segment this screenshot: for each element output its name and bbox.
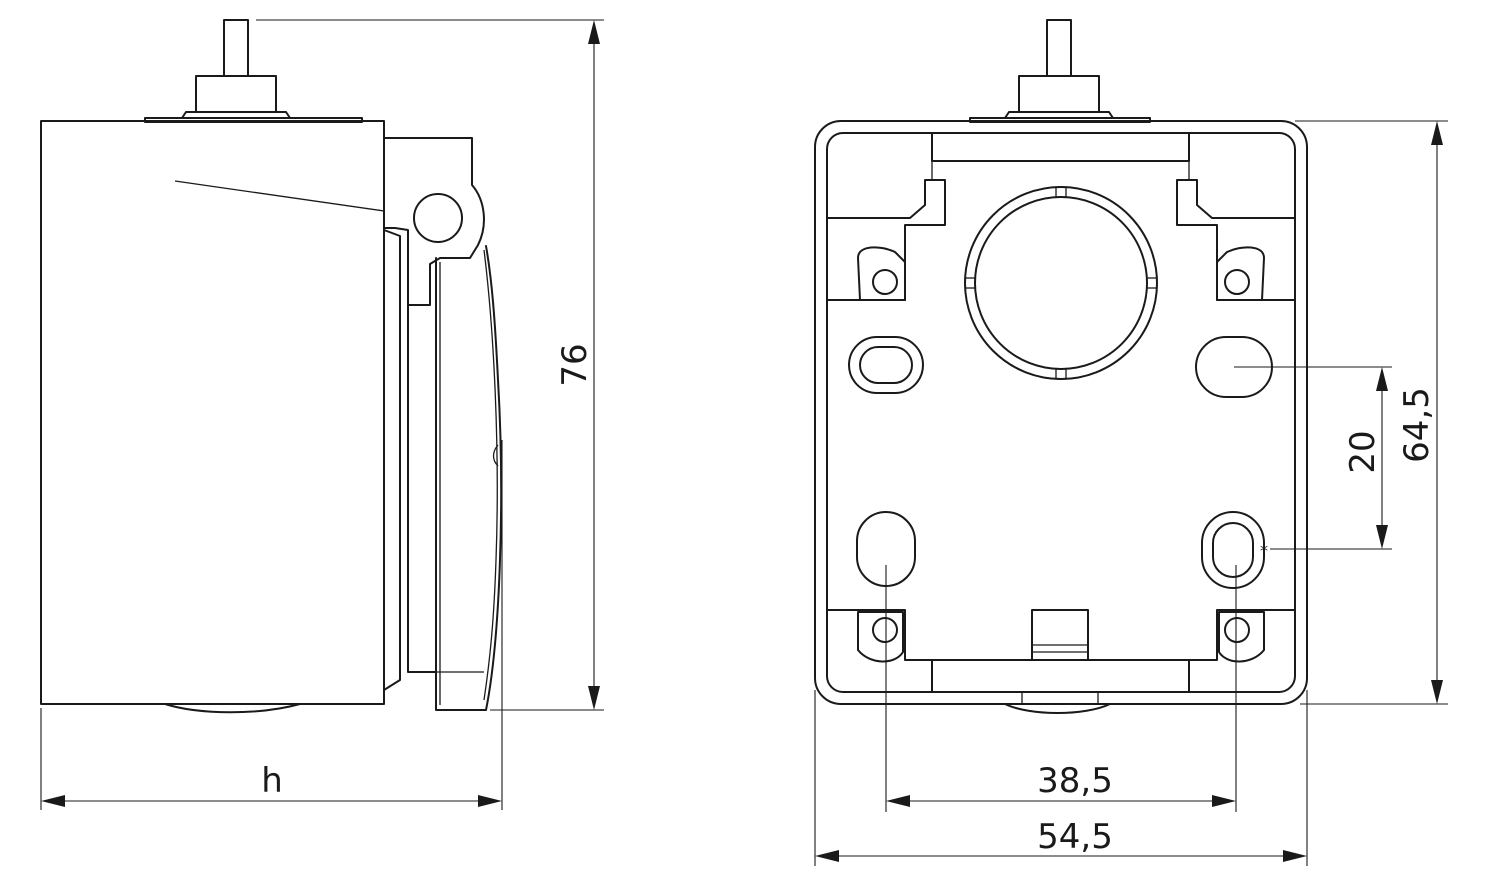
dim-38-5-label: 38,5 (1037, 761, 1113, 801)
asterisk-mark: * (1260, 541, 1268, 560)
dim-76: 76 (256, 19, 604, 711)
side-cable-gland (144, 19, 363, 123)
dim-20-label: 20 (1343, 430, 1383, 473)
dim-38-5: 38,5 (885, 565, 1237, 812)
dim-h-label: h (261, 761, 283, 801)
rear-screw-bosses (857, 246, 1265, 663)
side-housing-body (40, 120, 385, 714)
side-hinge-cover (383, 137, 503, 711)
dim-64-5: 64,5 (1295, 120, 1448, 705)
rear-mounting-slots (848, 336, 1273, 589)
side-view: 76 h (40, 19, 604, 810)
rear-housing (814, 120, 1308, 714)
dim-76-label: 76 (555, 343, 595, 386)
dim-64-5-label: 64,5 (1397, 387, 1437, 463)
dim-54-5-label: 54,5 (1037, 817, 1113, 857)
rear-cable-gland (969, 19, 1151, 123)
dim-h: h (40, 440, 503, 810)
dim-20: 20 * (1234, 366, 1392, 560)
dim-54-5: 54,5 (814, 690, 1308, 866)
rear-cable-entry (964, 186, 1158, 380)
rear-view: 64,5 20 * 38,5 54,5 (814, 19, 1448, 866)
